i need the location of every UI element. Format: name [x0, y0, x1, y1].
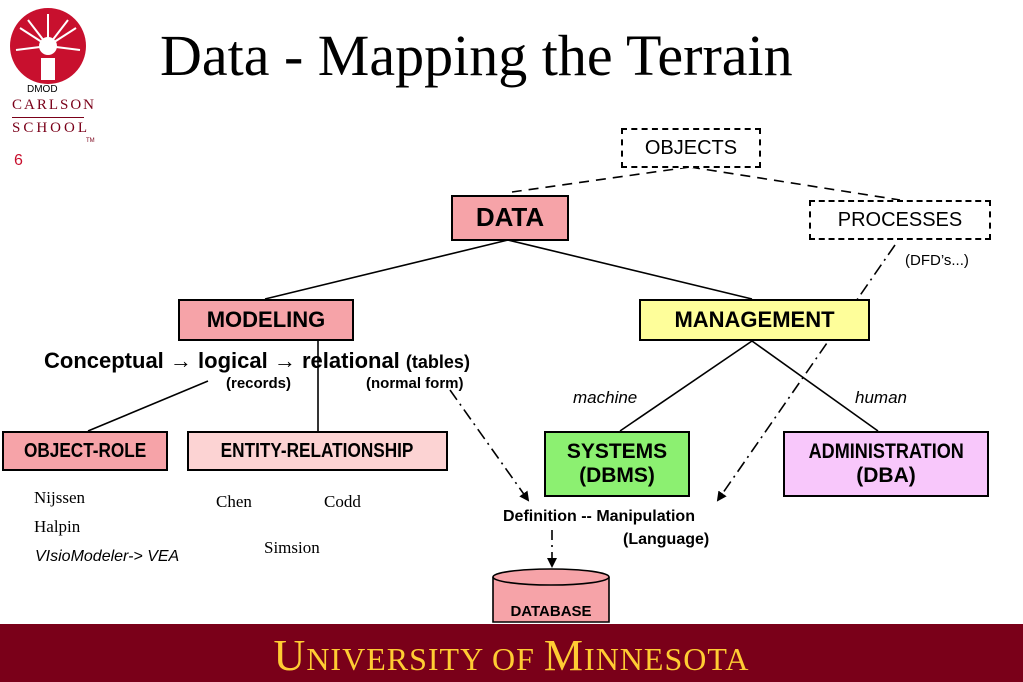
administration-box: ADMINISTRATION (DBA): [783, 431, 989, 497]
dfds-label: (DFD’s...): [905, 252, 969, 269]
objects-data-link: [511, 166, 691, 193]
machine-label: machine: [573, 388, 638, 407]
data-management-link: [507, 239, 753, 300]
modeling-label: MODELING: [206, 307, 326, 333]
database-label: DATABASE: [510, 603, 592, 620]
records-label: (records): [226, 375, 292, 392]
logical-text: logical: [198, 348, 268, 373]
normal-form-label: (normal form): [366, 375, 464, 392]
data-label: DATA: [475, 202, 545, 233]
modeling-box: MODELING: [178, 299, 354, 341]
systems-line1: SYSTEMS: [566, 439, 668, 463]
object-role-label: OBJECT-ROLE: [23, 439, 147, 462]
conceptual-line: Conceptual → logical → relational (table…: [44, 348, 470, 374]
data-box: DATA: [451, 195, 569, 241]
objects-box: OBJECTS: [621, 128, 761, 168]
entity-relationship-box: ENTITY-RELATIONSHIP: [187, 431, 448, 471]
systems-box: SYSTEMS (DBMS): [544, 431, 690, 497]
name-chen: Chen: [216, 492, 252, 511]
processes-box: PROCESSES: [809, 200, 991, 240]
management-label: MANAGEMENT: [674, 307, 835, 333]
management-box: MANAGEMENT: [639, 299, 870, 341]
name-halpin: Halpin: [34, 517, 81, 536]
normalform-arrow: [449, 389, 530, 502]
management-admin-link: [751, 340, 879, 432]
database-cylinder: [492, 568, 610, 623]
relational-text: relational: [301, 348, 400, 373]
name-simsion: Simsion: [264, 538, 320, 557]
processes-label: PROCESSES: [837, 208, 963, 231]
visio-label: VIsioModeler-> VEA: [35, 548, 180, 565]
definition-line2: (Language): [623, 531, 710, 548]
logo-tm: TM: [86, 138, 95, 144]
arrow-right-icon: →: [273, 348, 296, 373]
footer-university-name: UNIVERSITY OF MINNESOTA: [273, 631, 750, 680]
slide-title: Data - Mapping the Terrain: [160, 23, 793, 88]
administration-line2: (DBA): [856, 464, 916, 487]
name-codd: Codd: [324, 492, 361, 511]
name-nijssen: Nijssen: [34, 488, 85, 507]
object-role-box: OBJECT-ROLE: [2, 431, 168, 471]
human-label: human: [855, 388, 907, 407]
logo-line2: SCHOOL: [12, 120, 91, 136]
logo-tag: DMOD: [27, 84, 58, 95]
modeling-objectrole-link: [87, 380, 209, 432]
administration-line1: ADMINISTRATION: [808, 439, 964, 463]
page-number: 6: [14, 152, 23, 169]
definition-line1: Definition -- Manipulation: [503, 508, 695, 525]
data-modeling-link: [264, 239, 509, 300]
footer-bar: [0, 624, 1023, 682]
conceptual-text: Conceptual: [44, 348, 164, 373]
logo-divider: [12, 117, 84, 118]
arrow-right-icon: →: [169, 348, 192, 373]
tables-text: (tables): [405, 352, 470, 372]
carlson-sunburst-logo: [10, 8, 86, 84]
logo-line1: CARLSON: [12, 97, 97, 113]
management-systems-link: [619, 340, 753, 432]
objects-processes-link: [689, 166, 901, 201]
objects-label: OBJECTS: [644, 136, 738, 159]
dfd-arrow: [716, 244, 896, 502]
entity-relationship-label: ENTITY-RELATIONSHIP: [221, 439, 414, 462]
systems-line2: (DBMS): [579, 464, 655, 487]
